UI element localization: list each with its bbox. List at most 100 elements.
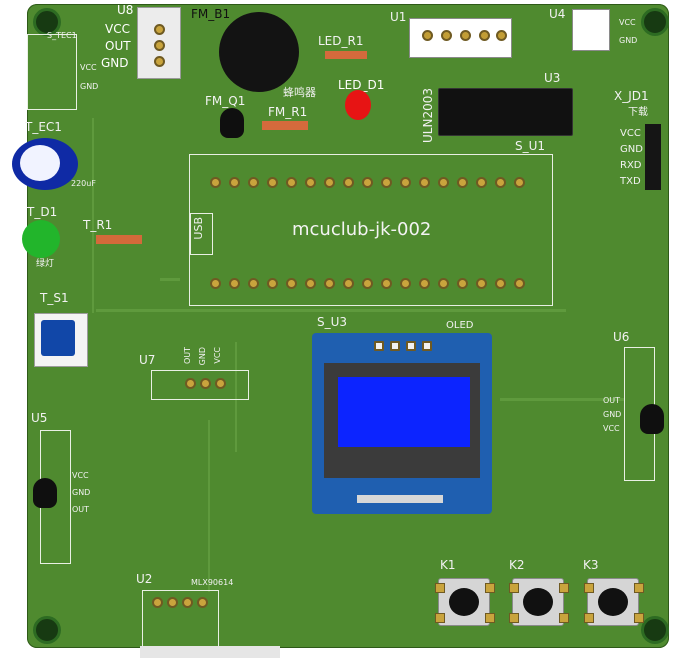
x-jd1-rxd: RXD [620,160,642,171]
mcu-module: mcuclub-jk-002 USB [189,154,553,306]
mcu-pin [495,177,506,188]
x-jd1-txd: TXD [620,176,641,187]
u8-label: U8 [117,3,134,17]
led-d1-label: LED_D1 [338,78,385,92]
u5-vcc: VCC [72,471,89,480]
t-r1-label: T_R1 [83,218,113,232]
mcu-pin [324,278,335,289]
oled-bezel [324,363,480,478]
oled-module [312,333,492,514]
button-k1[interactable] [435,578,495,626]
mounting-hole-top-left [33,8,61,36]
board-title: mcuclub-jk-002 [292,219,432,240]
x-jd1-gnd: GND [620,144,643,155]
k1-label: K1 [440,558,456,572]
toggle-switch-t-s1[interactable] [34,313,88,367]
s-u1-label: S_U1 [515,139,546,153]
mounting-hole-bottom-left [33,616,61,644]
mcu-pin [229,177,240,188]
mcu-pin [476,278,487,289]
mcu-pin [419,278,430,289]
u4-label: U4 [549,7,566,21]
resistor-t-r1 [96,235,142,244]
u6-gnd: GND [603,410,622,419]
oled-connector [357,495,443,503]
u5-label: U5 [31,411,48,425]
mcu-pin [514,177,525,188]
fm-q1-label: FM_Q1 [205,94,246,108]
button-k3[interactable] [584,578,644,626]
u1-pin [441,30,452,41]
s-tec1-gnd: GND [80,82,99,91]
u7-vcc: VCC [213,347,222,364]
trace [160,278,180,281]
fm-r1-label: FM_R1 [268,105,308,119]
button-lead [485,583,495,593]
capacitor-value: 220uF [71,179,96,188]
x-jd1-label: X_JD1 [614,89,649,103]
s-tec1-label: S_TEC1 [47,31,77,40]
sensor-u6 [640,404,664,434]
trace [500,398,625,401]
u6-label: U6 [613,330,630,344]
buzzer [219,12,299,92]
x-jd1-download: 下载 [628,107,648,118]
u4-connector [572,9,610,51]
button-cap[interactable] [598,588,628,616]
mcu-pin [267,278,278,289]
oled-pin [406,341,416,351]
led-green [22,220,60,258]
mcu-pin [362,278,373,289]
mcu-pin [248,278,259,289]
u7-label: U7 [139,353,156,367]
mcu-pin [343,278,354,289]
mcu-pin [457,278,468,289]
u8-pin [154,40,165,51]
button-cap[interactable] [449,588,479,616]
u7-gnd: GND [198,347,207,366]
u8-pin [154,24,165,35]
mcu-pin [210,177,221,188]
button-cap[interactable] [523,588,553,616]
button-lead [559,613,569,623]
mcu-pin [438,177,449,188]
u1-pin [460,30,471,41]
mounting-hole-bottom-right [641,616,669,644]
u1-pin [479,30,490,41]
u8-module [137,7,181,79]
mcu-pin [381,177,392,188]
capacitor-top [20,145,60,181]
mcu-pin [267,177,278,188]
mcu-pin [476,177,487,188]
u2-pin [197,597,208,608]
transistor-fm-q1 [220,108,244,138]
button-lead [559,583,569,593]
x-jd1-vcc: VCC [620,128,641,139]
oled-pin [390,341,400,351]
resistor-led-r1 [325,51,367,59]
button-lead [584,613,594,623]
u1-label: U1 [390,10,407,24]
oled-screen [338,377,470,447]
switch-actuator[interactable] [41,320,75,356]
mcu-pin [229,278,240,289]
button-lead [634,583,644,593]
k3-label: K3 [583,558,599,572]
u5-out: OUT [72,505,90,514]
u8-pin [154,56,165,67]
u4-gnd-label: GND [619,36,638,45]
t-s1-label: T_S1 [40,291,69,305]
u7-pin [215,378,226,389]
trace [208,420,210,592]
u2-label: U2 [136,572,153,586]
u7-pin [185,378,196,389]
uln2003-label: ULN2003 [421,88,435,143]
mcu-pin [400,278,411,289]
mcu-pin [438,278,449,289]
u1-pin [422,30,433,41]
button-k2[interactable] [509,578,569,626]
k2-label: K2 [509,558,525,572]
x-jd1-header [645,124,661,190]
mcu-pin [419,177,430,188]
led-r1-label: LED_R1 [318,34,364,48]
